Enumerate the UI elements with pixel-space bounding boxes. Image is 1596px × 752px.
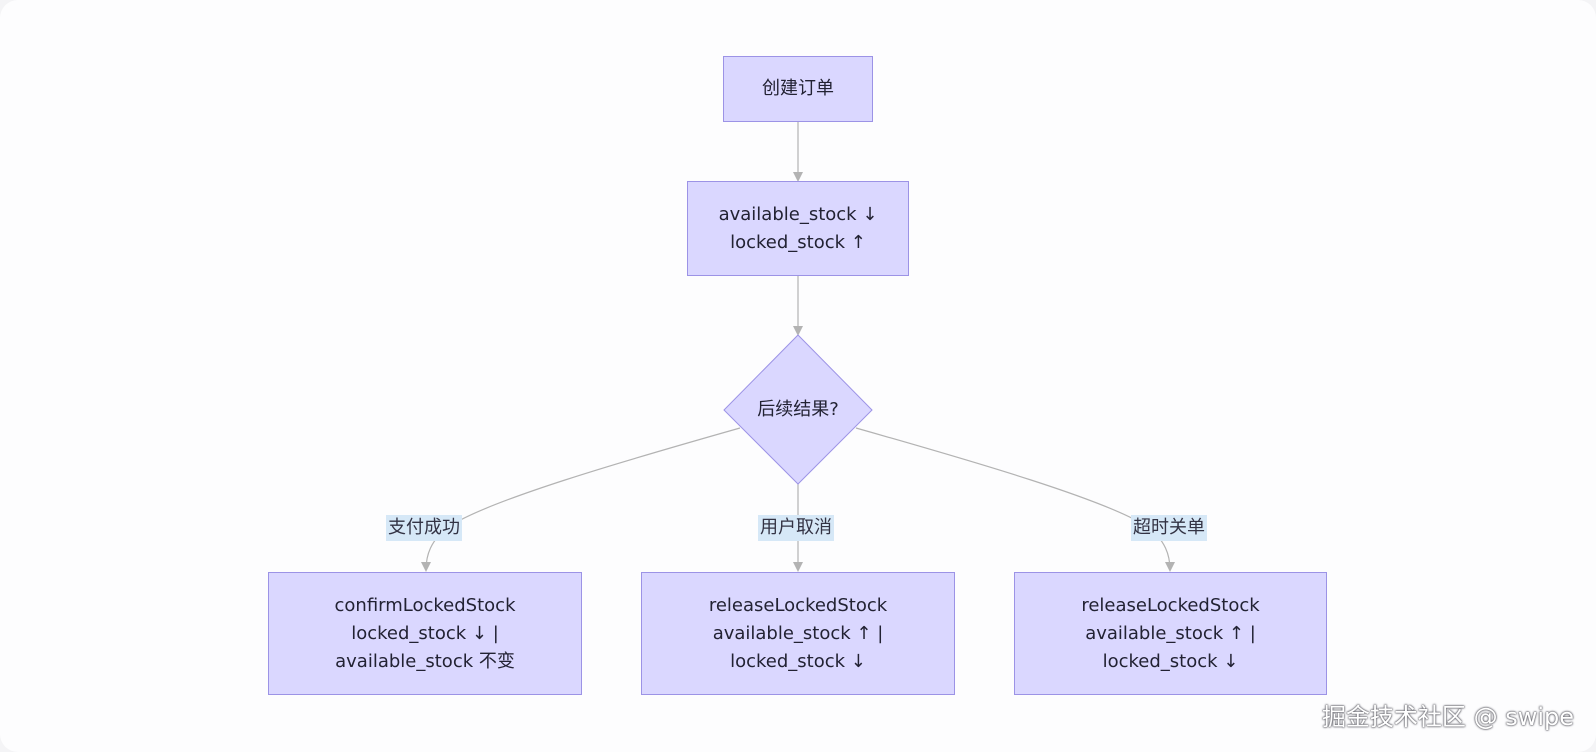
node-line: 创建订单 — [762, 78, 834, 99]
node-line: available_stock ↓ — [718, 203, 878, 225]
edge-decision-to-confirm — [421, 427, 741, 572]
node-line: locked_stock ↓ — [1102, 650, 1239, 672]
decision-diamond — [723, 334, 873, 485]
watermark: 掘金技术社区 @ swipe — [1321, 703, 1574, 731]
node-line: releaseLockedStock — [708, 594, 888, 616]
edge-label-user-cancel: 用户取消 — [758, 515, 834, 541]
node-line: available_stock 不变 — [335, 650, 515, 672]
node-line: releaseLockedStock — [1081, 594, 1260, 616]
node-line: locked_stock ↓ | — [351, 622, 499, 644]
node-lock-stock: available_stock ↓ locked_stock ↑ — [687, 181, 909, 276]
node-line: available_stock ↑ | — [712, 622, 884, 644]
decision-label: 后续结果? — [757, 399, 839, 420]
node-line: locked_stock ↓ — [730, 650, 866, 672]
edge-decision-to-timeout — [855, 427, 1175, 572]
node-line: available_stock ↑ | — [1085, 622, 1256, 644]
edge-label-pay-success: 支付成功 — [386, 515, 462, 541]
edge-label-timeout-close: 超时关单 — [1131, 515, 1207, 541]
node-create-order: 创建订单 — [723, 56, 873, 122]
node-confirm-locked-stock: confirmLockedStock locked_stock ↓ | avai… — [268, 572, 582, 695]
node-release-on-cancel: releaseLockedStock available_stock ↑ | l… — [641, 572, 955, 695]
node-line: locked_stock ↑ — [730, 231, 866, 253]
node-release-on-timeout: releaseLockedStock available_stock ↑ | l… — [1014, 572, 1327, 695]
node-line: confirmLockedStock — [334, 594, 516, 616]
